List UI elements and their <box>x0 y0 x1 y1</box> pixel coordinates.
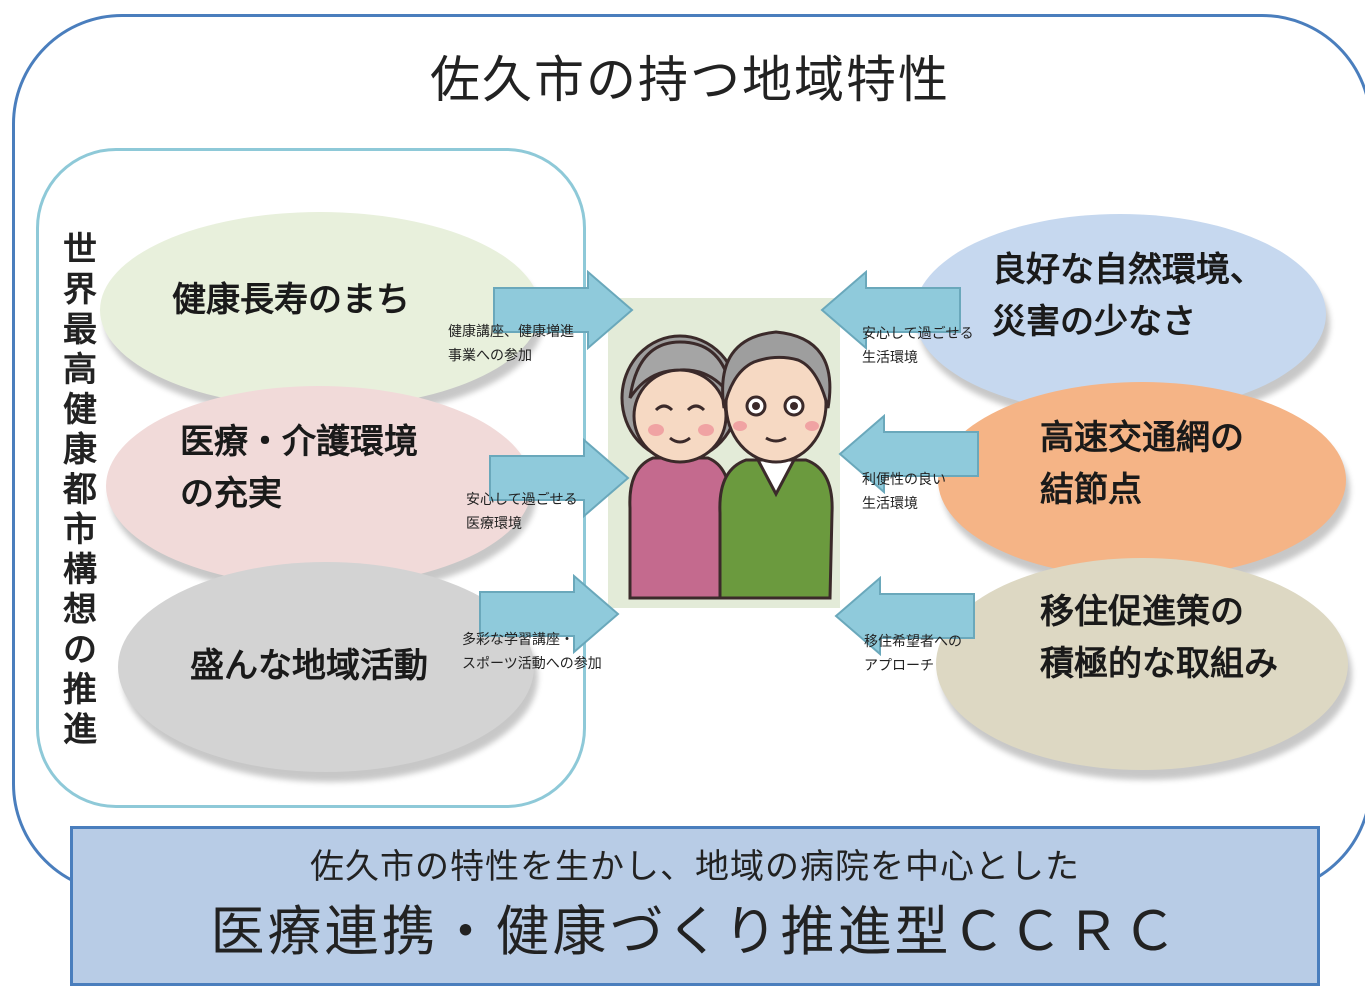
oval-label-health-longevity: 健康長寿のまち <box>172 280 410 320</box>
vertical-char: 都 <box>63 470 97 510</box>
vertical-char: 最 <box>63 310 97 350</box>
arrow-note-transport: 利便性の良い 生活環境 <box>862 472 946 512</box>
arrow-note-medical: 安心して過ごせる 医療環境 <box>466 492 578 532</box>
arrow-left-3 <box>834 576 975 656</box>
center-panel <box>608 298 840 608</box>
vertical-char: 構 <box>63 550 97 590</box>
vertical-char: 世 <box>63 230 97 270</box>
arrow-left-2 <box>838 414 979 494</box>
oval-medical-care <box>106 386 532 586</box>
vertical-char: の <box>63 630 97 670</box>
oval-label-medical-care: 医療・介護環境 の充実 <box>180 422 418 514</box>
bottom-box: 佐久市の特性を生かし、地域の病院を中心とした 医療連携・健康づくり推進型ＣＣＲＣ <box>70 826 1320 986</box>
arrow-note-migration: 移住希望者への アプローチ <box>864 634 962 674</box>
oval-label-transport-hub: 高速交通網の 結節点 <box>1040 418 1244 510</box>
diagram-title: 佐久市の持つ地域特性 <box>430 51 950 109</box>
arrow-note-community: 多彩な学習講座・ スポーツ活動への参加 <box>462 632 602 672</box>
oval-migration-promotion <box>936 558 1348 770</box>
vertical-char: 進 <box>63 710 97 750</box>
arrow-right-2 <box>489 438 630 518</box>
oval-natural-environment <box>914 214 1326 414</box>
vertical-char: 想 <box>63 590 97 630</box>
oval-label-community-activity: 盛んな地域活動 <box>190 646 428 686</box>
arrow-note-nature: 安心して過ごせる 生活環境 <box>862 326 974 366</box>
vertical-char: 市 <box>63 510 97 550</box>
oval-health-longevity <box>100 212 540 408</box>
vertical-label: 世 界 最 高 健 康 都 市 構 想 の 推 進 <box>58 230 102 750</box>
bottom-subtitle: 佐久市の特性を生かし、地域の病院を中心とした <box>310 847 1080 887</box>
arrow-note-health: 健康講座、健康増進 事業への参加 <box>448 324 574 364</box>
bottom-headline: 医療連携・健康づくり推進型ＣＣＲＣ <box>210 900 1180 963</box>
oval-transport-hub <box>938 382 1346 578</box>
elderly-couple-icon <box>620 330 834 600</box>
vertical-char: 界 <box>63 270 97 310</box>
arrow-left-1 <box>820 270 961 350</box>
vertical-char: 健 <box>63 390 97 430</box>
arrow-right-1 <box>493 270 634 350</box>
vertical-char: 高 <box>63 350 97 390</box>
vertical-char: 推 <box>63 670 97 710</box>
arrow-right-3 <box>479 574 620 654</box>
oval-label-natural-environment: 良好な自然環境、 災害の少なさ <box>992 250 1264 342</box>
oval-community-activity <box>118 562 534 772</box>
oval-label-migration-promotion: 移住促進策の 積極的な取組み <box>1040 592 1278 684</box>
vertical-char: 康 <box>63 430 97 470</box>
